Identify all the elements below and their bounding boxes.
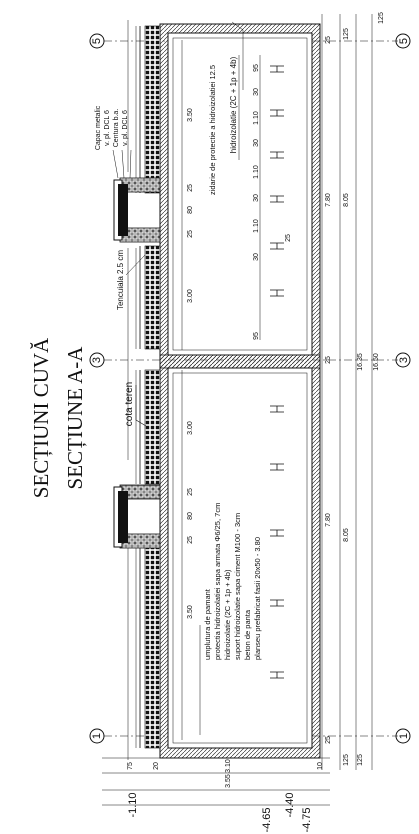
rdim-125c: 125 [343, 754, 350, 766]
layer-5: beton de panta [243, 609, 252, 660]
label-vpl-dcl6-a: v. pl. DCL 6 [104, 110, 111, 146]
dim-bottom-3: 80 [187, 512, 194, 520]
dim-bottom-4: 25 [187, 536, 194, 544]
drawing-subtitle: SECȚIUNE A-A [63, 346, 87, 490]
layer-1: umplutura de pamant [203, 588, 212, 660]
stirrup-dimensions: 95 30 1.10 30 1.10 30 1.10 30 95 25 [253, 55, 292, 340]
label-vpl-dcl6-b: v. pl. DCL 6 [122, 110, 129, 146]
rdim-1650: 16.50 [373, 353, 380, 371]
upper-annotations: zidarie de protectie a hidroizolatiei 12… [181, 21, 244, 350]
stirrup-dim-8: 30 [253, 253, 260, 261]
stirrups [270, 65, 284, 679]
layer-2: protectia hidroizolatiei sapa armata Φ6/… [213, 503, 222, 660]
stirrup-dim-1: 95 [253, 64, 260, 72]
ldim-310: 3.10 [225, 759, 232, 773]
axis-label-1-left: 1 [91, 733, 103, 739]
label-cota-teren: cota teren [124, 382, 135, 426]
axis-label-5-left: 5 [91, 38, 103, 44]
callouts-top: Capac metalic v. pl. DCL 6 Centura b.a. … [95, 105, 147, 427]
manhole-upper [113, 177, 161, 243]
rdim-805b: 8.05 [343, 528, 350, 542]
dim-bottom-5: 3.50 [187, 605, 194, 619]
stirrup-dim-7: 1.10 [253, 219, 260, 233]
bottom-dimensions: 75 20 3.10 3.55 10 [102, 757, 330, 806]
ldim-10: 10 [317, 762, 324, 770]
stirrup-dim-5: 1.10 [253, 165, 260, 179]
stirrup-small-dim: 25 [285, 234, 292, 242]
stirrup-dim-3: 1.10 [253, 111, 260, 125]
rdim-25a: 25 [325, 36, 332, 44]
axis-markers: 5 5 3 3 1 1 [89, 33, 411, 744]
rdim-780a: 7.80 [325, 193, 332, 207]
rdim-125b: 125 [343, 28, 350, 40]
rdim-125d: 125 [357, 754, 364, 766]
axis-label-3-left: 3 [91, 357, 103, 363]
stirrup-dim-2: 30 [253, 88, 260, 96]
label-hidroizolatie: hidroizolatie (2C + 1p + 4b) [229, 56, 238, 153]
roof-layers [127, 20, 161, 760]
dim-bottom-2: 25 [187, 488, 194, 496]
stirrup-dim-6: 30 [253, 194, 260, 202]
ldim-20: 20 [153, 762, 160, 770]
manhole-lower [113, 484, 161, 549]
lower-annotations: 3.00 25 80 25 3.50 umplutura de pamant p… [181, 370, 262, 740]
axis-label-1-right: 1 [398, 733, 410, 739]
layer-4: suport hidroizolatie sapa ciment M100 - … [233, 513, 242, 660]
level-3: -4.65 [261, 807, 273, 832]
layer-3: hidroizolatie (2C + 1p + 4b) [223, 569, 232, 660]
dim-bottom-1: 3.00 [187, 421, 194, 435]
label-capac: Capac metalic [95, 105, 102, 150]
dim-top-1: 3.50 [187, 108, 194, 122]
label-centura: Centura b.a. [113, 109, 120, 148]
level-1: -1.10 [127, 792, 139, 817]
stirrup-dim-9: 95 [253, 332, 260, 340]
rdim-25b: 25 [325, 356, 332, 364]
rdim-805a: 8.05 [343, 193, 350, 207]
stirrup-dim-4: 30 [253, 139, 260, 147]
dim-top-5: 3.00 [187, 289, 194, 303]
layer-6: planseu prefabricat fasii 20x50 - 3.80 [253, 537, 262, 660]
dim-top-3: 80 [187, 206, 194, 214]
elevation-levels: -1.10 -4.40 -4.65 -4.75 [127, 792, 313, 832]
dim-top-4: 25 [187, 230, 194, 238]
rdim-780b: 7.80 [325, 513, 332, 527]
dim-top-2: 25 [187, 184, 194, 192]
rdim-25c: 25 [325, 736, 332, 744]
rdim-125a: 125 [378, 12, 385, 24]
label-zidarie: zidarie de protectie a hidroizolatiei 12… [208, 65, 217, 195]
axis-label-3-right: 3 [398, 357, 410, 363]
axis-label-5-right: 5 [398, 38, 410, 44]
tank-structure [159, 23, 321, 759]
ldim-75: 75 [127, 762, 134, 770]
right-dimensions: 125 125 25 7.80 8.05 25 16.35 16.50 7.80… [321, 12, 385, 770]
level-4: -4.75 [301, 807, 313, 832]
label-tencuiala: Tencuiala 2.5 cm [116, 250, 125, 310]
rdim-1635: 16.35 [357, 353, 364, 371]
drawing-title: SECȚIUNI CUVĂ [29, 337, 53, 498]
ldim-355: 3.55 [225, 774, 232, 788]
level-2: -4.40 [284, 792, 296, 817]
